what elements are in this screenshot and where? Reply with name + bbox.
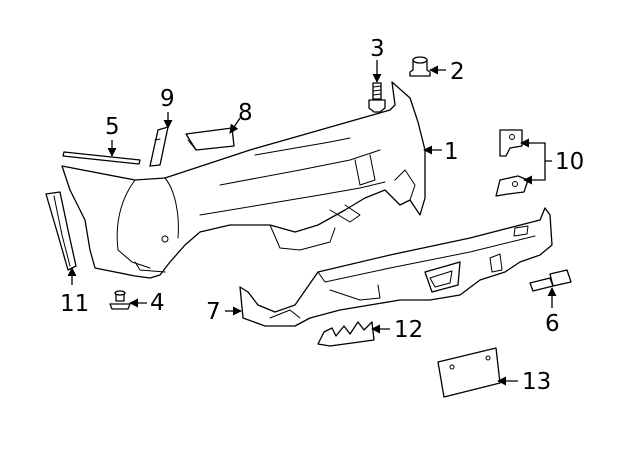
lower-valance[interactable]: [239, 207, 553, 327]
bumper-cover[interactable]: [61, 81, 426, 279]
reflector[interactable]: [185, 127, 235, 151]
callout-3: 3: [370, 36, 385, 62]
push-clip-lower[interactable]: [109, 290, 131, 310]
callout-7: 7: [206, 299, 221, 325]
callout-12: 12: [394, 317, 423, 343]
callout-2: 2: [450, 59, 465, 85]
callout-6: 6: [545, 311, 560, 337]
side-trim[interactable]: [45, 191, 77, 271]
bolt[interactable]: [368, 82, 386, 113]
molding-strip[interactable]: [62, 151, 141, 165]
callout-11: 11: [60, 291, 89, 317]
callout-4: 4: [150, 290, 165, 316]
side-molding[interactable]: [149, 126, 169, 167]
callout-13: 13: [522, 369, 551, 395]
push-clip[interactable]: [409, 56, 431, 77]
callout-8: 8: [238, 100, 253, 126]
upper-bracket[interactable]: [499, 129, 523, 157]
callout-9: 9: [160, 86, 175, 112]
lower-bracket[interactable]: [495, 175, 529, 197]
callout-1: 1: [444, 139, 459, 165]
license-plate-bracket[interactable]: [437, 347, 501, 398]
callout-5: 5: [105, 114, 120, 140]
leader-10: [525, 142, 552, 162]
callout-10: 10: [555, 149, 584, 175]
leader-8: [229, 117, 241, 134]
leader-10b: [530, 161, 546, 181]
valance-bracket[interactable]: [317, 321, 375, 347]
small-bracket[interactable]: [529, 269, 572, 292]
